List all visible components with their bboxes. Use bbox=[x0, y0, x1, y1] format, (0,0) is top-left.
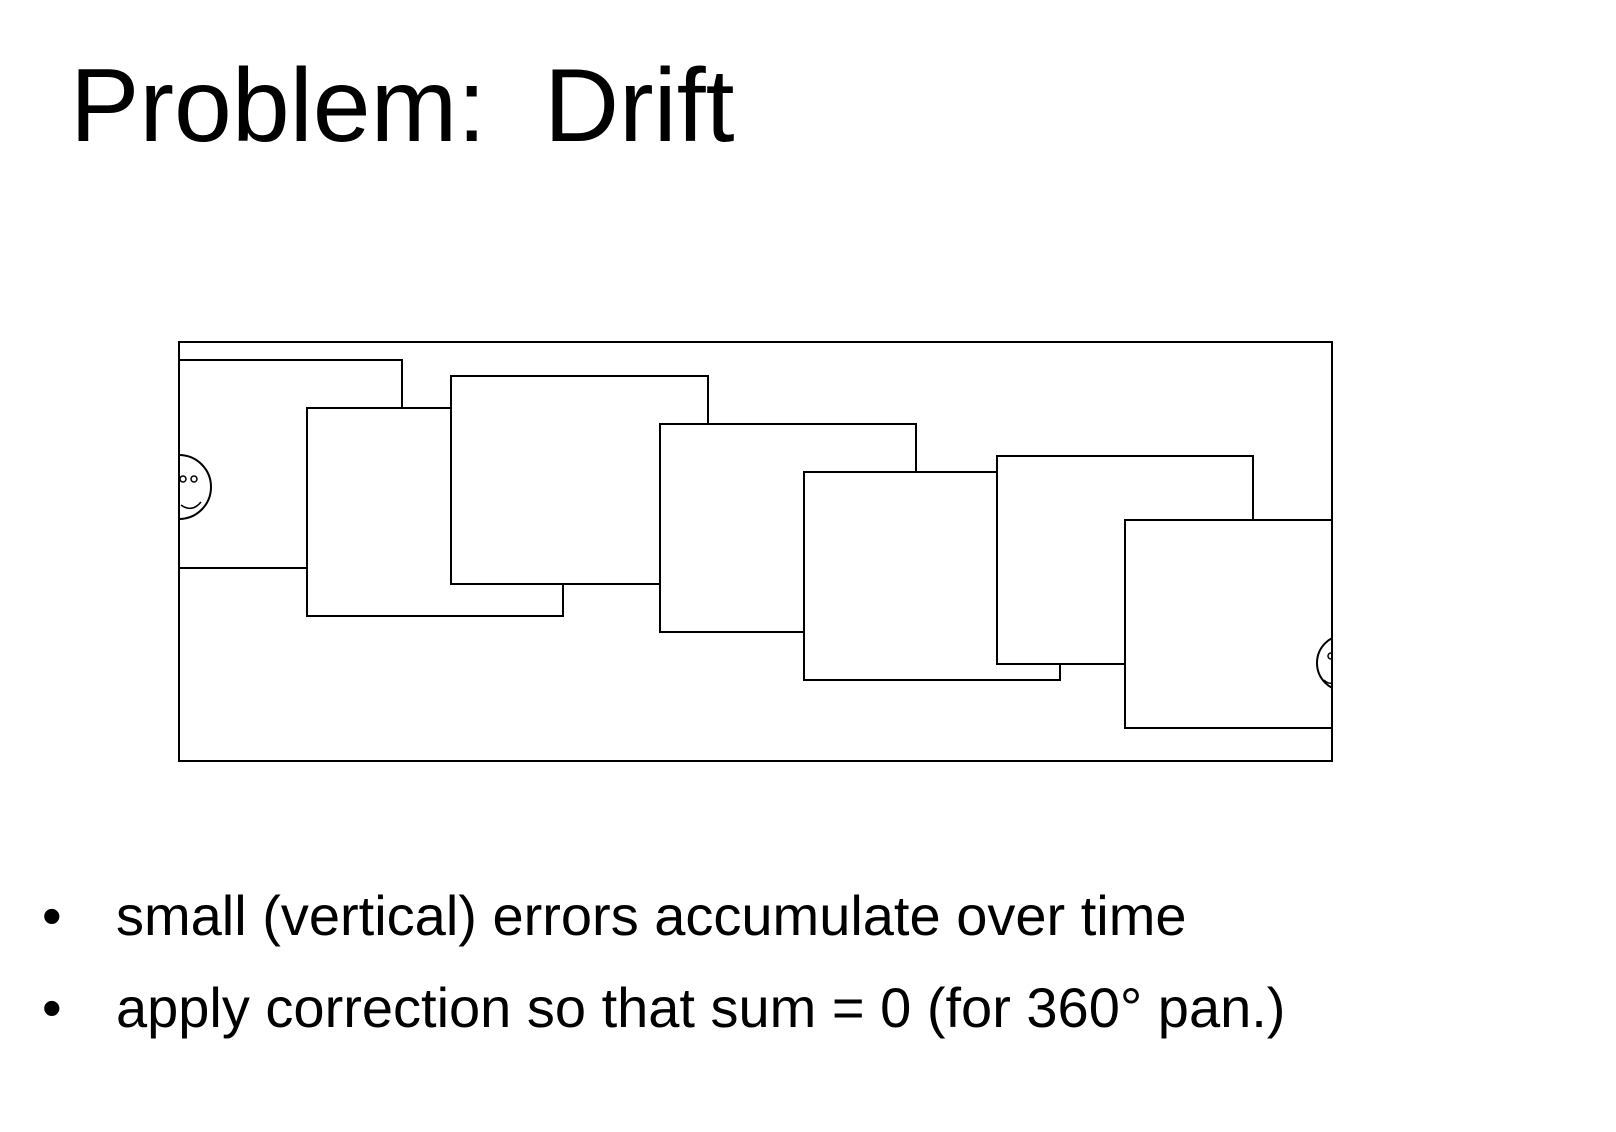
bullet-marker: • bbox=[42, 976, 62, 1039]
bullet-marker: • bbox=[42, 884, 62, 947]
slide-title: Problem: Drift bbox=[70, 48, 735, 164]
bullet-text: small (vertical) errors accumulate over … bbox=[116, 884, 1187, 947]
image-frame-7 bbox=[1124, 519, 1332, 729]
bullet-text: apply correction so that sum = 0 (for 36… bbox=[116, 976, 1286, 1039]
